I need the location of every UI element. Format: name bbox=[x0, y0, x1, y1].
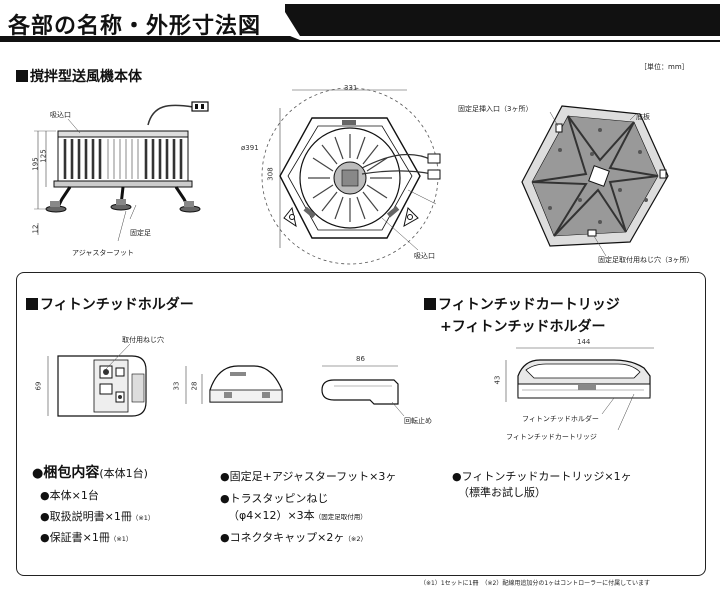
header-bar bbox=[0, 4, 720, 42]
side-label-adjuster-foot: アジャスターフット bbox=[72, 249, 134, 257]
section-cartridge-title-2: +フィトンチッドホルダー bbox=[440, 319, 606, 335]
bottom-label-base: 底板 bbox=[636, 113, 650, 121]
package-item-cartridge-note: （標準お試し版） bbox=[458, 486, 546, 499]
package-item-manual: ●取扱説明書×1冊（※1） bbox=[40, 510, 155, 523]
bottom-label-screw-hole: 固定足取付用ねじ穴（3ヶ所） bbox=[598, 256, 694, 264]
combo-label-cartridge: フィトンチッドカートリッジ bbox=[506, 433, 597, 441]
top-label-intake: 吸込口 bbox=[414, 252, 435, 260]
bottom-view-drawing bbox=[521, 105, 669, 257]
side-label-fixed-leg: 固定足 bbox=[130, 229, 151, 237]
accessories-panel bbox=[16, 272, 706, 576]
bullet-icon: ● bbox=[220, 470, 230, 483]
bullet-icon: ● bbox=[220, 492, 230, 505]
dim-12: 12 bbox=[31, 224, 40, 234]
section-cartridge-title-1: フィトンチッドカートリッジ bbox=[424, 294, 620, 314]
dim-195: 195 bbox=[31, 157, 40, 171]
page-title: 各部の名称・外形寸法図 bbox=[8, 14, 262, 39]
holder-label-screw-hole: 取付用ねじ穴 bbox=[122, 336, 164, 344]
square-bullet-icon bbox=[26, 298, 38, 310]
package-item-main-unit: ●本体×1台 bbox=[40, 489, 99, 502]
holder-label-rotation-stop: 回転止め bbox=[404, 417, 432, 425]
bullet-icon: ● bbox=[40, 531, 50, 544]
square-bullet-icon bbox=[16, 70, 28, 82]
holder-side-drawing bbox=[185, 365, 283, 404]
unit-note: ［単位：mm］ bbox=[640, 63, 689, 71]
bullet-icon: ● bbox=[452, 470, 462, 483]
dim-28: 28 bbox=[190, 381, 199, 391]
side-label-intake: 吸込口 bbox=[50, 111, 71, 119]
dim-69: 69 bbox=[34, 381, 43, 391]
dim-diameter: ø391 bbox=[241, 144, 259, 152]
bullet-icon: ● bbox=[220, 531, 230, 544]
package-item-cartridge: ●フィトンチッドカートリッジ×1ヶ bbox=[452, 470, 632, 483]
package-title: ●梱包内容(本体1台) bbox=[32, 465, 148, 481]
package-item-warranty: ●保証書×1冊（※1） bbox=[40, 531, 133, 544]
footnote: （※1）1セットに1冊 （※2）配線用追加分の1ヶはコントローラーに付属していま… bbox=[420, 580, 650, 587]
top-view-drawing bbox=[261, 87, 441, 265]
bottom-label-leg-hole: 固定足挿入口（3ヶ所） bbox=[458, 105, 533, 113]
holder-profile-drawing bbox=[321, 365, 405, 417]
dim-144: 144 bbox=[577, 338, 591, 346]
dim-308: 308 bbox=[266, 167, 275, 181]
cartridge-holder-drawing bbox=[505, 347, 654, 431]
section-holder-title: フィトンチッドホルダー bbox=[26, 294, 194, 314]
section-main-unit-title: 撹拌型送風機本体 bbox=[16, 66, 142, 86]
package-item-screws: ●トラスタッピンねじ bbox=[220, 492, 329, 505]
bullet-icon: ● bbox=[32, 466, 44, 481]
bullet-icon: ● bbox=[40, 510, 50, 523]
combo-label-holder: フィトンチッドホルダー bbox=[522, 415, 599, 423]
side-view-drawing bbox=[34, 101, 209, 242]
square-bullet-icon bbox=[424, 298, 436, 310]
dim-33: 33 bbox=[172, 381, 181, 391]
dim-86: 86 bbox=[356, 355, 365, 363]
bullet-icon: ● bbox=[40, 489, 50, 502]
dim-331: 331 bbox=[344, 84, 358, 92]
package-item-connector-caps: ●コネクタキャップ×2ヶ（※2） bbox=[220, 531, 367, 544]
holder-front-drawing bbox=[47, 343, 147, 417]
package-item-screws-spec: （φ4×12）×3本（固定足取付用） bbox=[228, 509, 367, 522]
dim-125: 125 bbox=[39, 149, 48, 163]
package-item-legs: ●固定足+アジャスターフット×3ヶ bbox=[220, 470, 397, 483]
dim-43: 43 bbox=[493, 375, 502, 385]
